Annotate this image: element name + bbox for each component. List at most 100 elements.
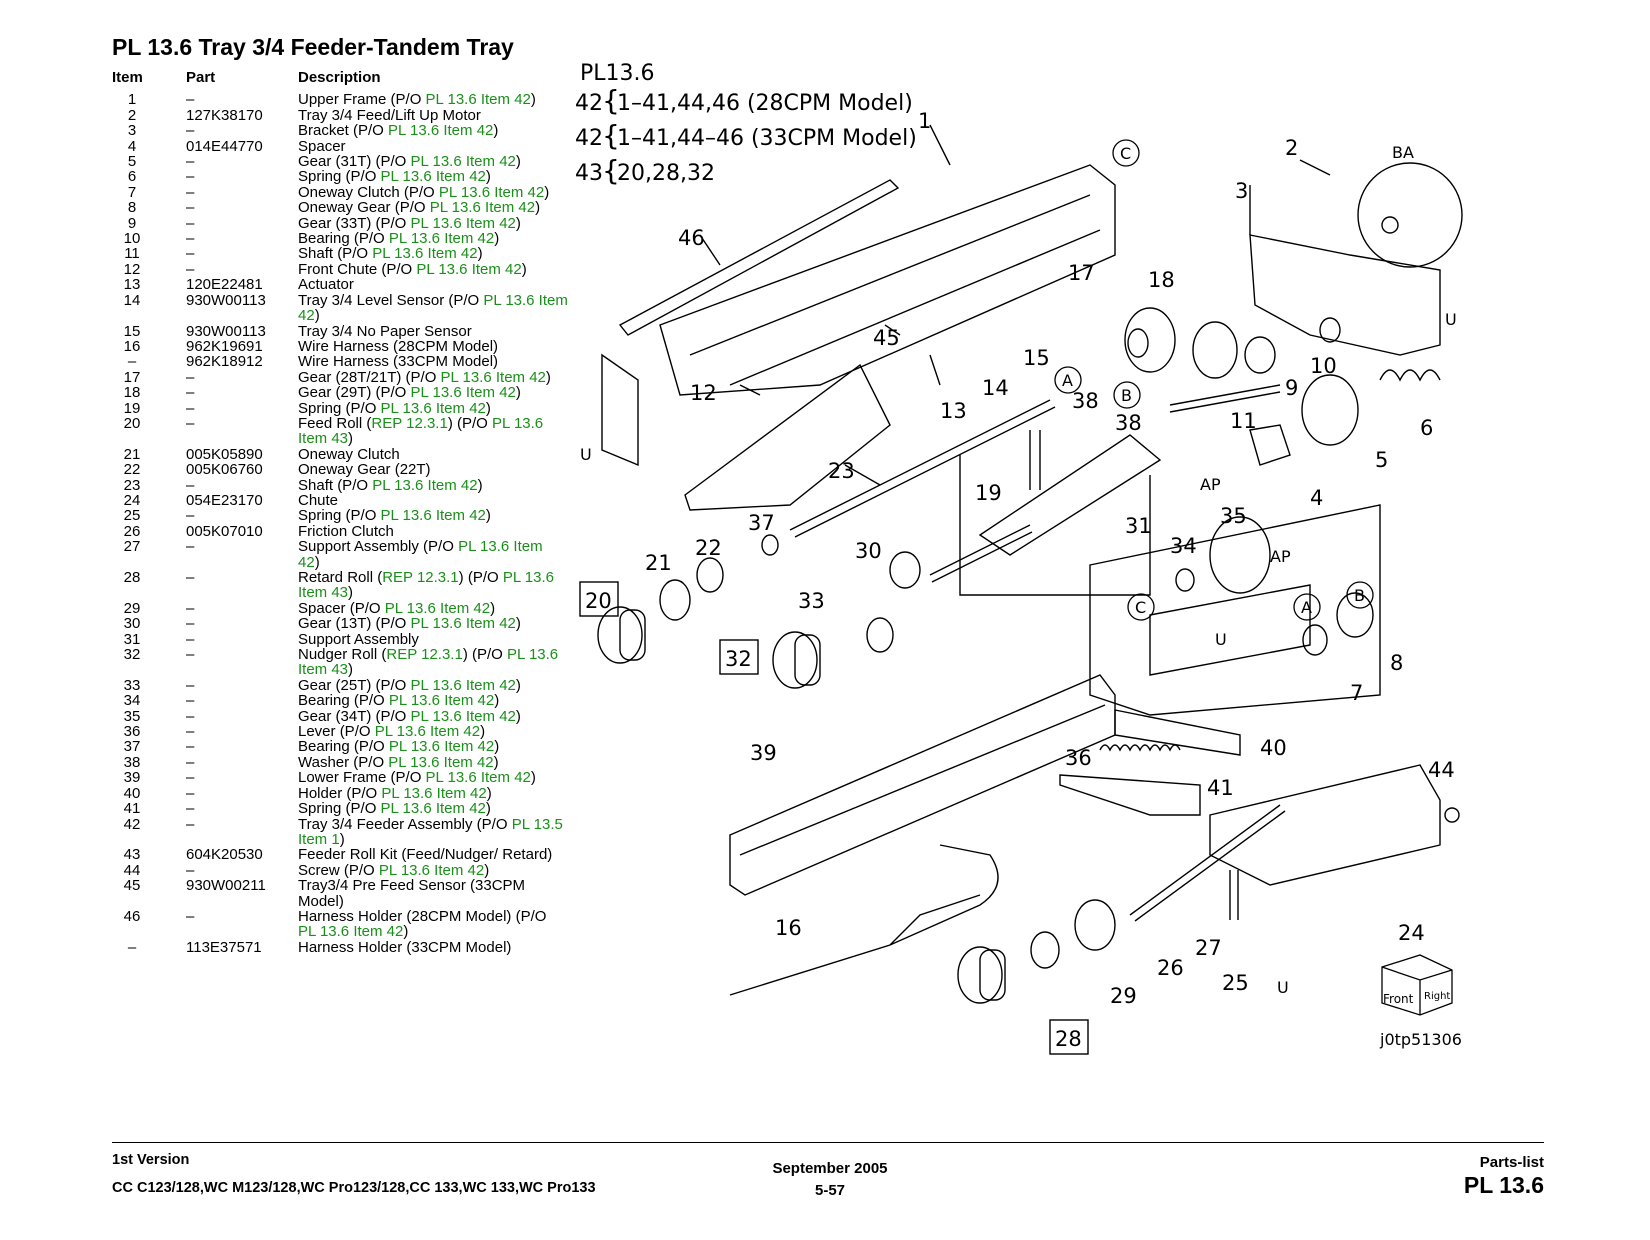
- exploded-parts-diagram: PL13.6 42 { 1–41,44,46 (28CPM Model) 42 …: [575, 61, 1463, 1055]
- cross-reference-link[interactable]: PL 13.6 Item 42: [384, 599, 491, 617]
- part-description: Spacer: [298, 138, 568, 154]
- item-number: 30: [123, 615, 141, 633]
- table-row: 41–Spring (P/O PL 13.6 Item 42): [112, 800, 572, 818]
- callout-29: 29: [1110, 984, 1137, 1008]
- description-text: Gear (29T) (P/O: [298, 384, 411, 402]
- bearing-34-shape: [1175, 568, 1195, 592]
- cross-reference-link[interactable]: PL 13.6 Item 42: [388, 692, 495, 710]
- cross-reference-link[interactable]: PL 13.6 Item 42: [380, 507, 486, 525]
- cross-reference-link[interactable]: PL 13.6 Item 42: [438, 183, 545, 201]
- boxed-callout-32: 32: [719, 639, 759, 675]
- table-row: 27–Support Assembly (P/O PL 13.6 Item 42…: [112, 539, 572, 570]
- friction-clutch-26-shape: [1074, 899, 1116, 951]
- cross-reference-link[interactable]: PL 13.6 Item 42: [410, 676, 516, 694]
- cross-reference-link[interactable]: PL 13.6 Item 43: [298, 414, 544, 448]
- gear-5-shape: [1301, 374, 1359, 446]
- part-number: –: [186, 599, 195, 617]
- item-number: 27: [123, 538, 141, 556]
- callout-21: 21: [645, 551, 672, 575]
- part-description: Gear (28T/21T) (P/O PL 13.6 Item 42): [298, 370, 568, 385]
- cross-reference-link[interactable]: REP 12.3.1: [371, 414, 448, 432]
- item-number: 37: [123, 738, 141, 756]
- description-text: Tray 3/4 Feeder Assembly (P/O: [298, 815, 512, 833]
- description-text: Support Assembly (P/O: [298, 538, 459, 556]
- cross-reference-link[interactable]: PL 13.6 Item 42: [410, 153, 516, 171]
- cross-reference-link[interactable]: PL 13.6 Item 42: [425, 91, 531, 109]
- cross-reference-link[interactable]: PL 13.6 Item 42: [380, 168, 486, 186]
- part-number: –: [186, 214, 195, 232]
- description-text: Spring (P/O: [298, 168, 381, 186]
- description-text: ): [494, 230, 500, 248]
- cross-reference-link[interactable]: PL 13.6 Item 42: [388, 753, 494, 771]
- description-text: ): [515, 384, 521, 402]
- callout-33: 33: [798, 589, 825, 613]
- cross-reference-link[interactable]: PL 13.6 Item 42: [378, 861, 485, 879]
- footer-models: CC C123/128,WC M123/128,WC Pro123/128,CC…: [112, 1180, 596, 1196]
- item-number: 5: [127, 153, 137, 171]
- cross-reference-link[interactable]: PL 13.6 Item 42: [410, 384, 516, 402]
- cross-reference-link[interactable]: PL 13.6 Item 42: [298, 538, 543, 571]
- cross-reference-link[interactable]: PL 13.6 Item 42: [388, 122, 494, 140]
- description-text: ): [521, 260, 527, 278]
- circled-c-mid: C: [1127, 593, 1155, 621]
- callout-26: 26: [1157, 956, 1184, 980]
- cross-reference-link[interactable]: PL 13.6 Item 42: [381, 784, 487, 802]
- item-number: 35: [123, 707, 141, 725]
- table-row: 44–Screw (P/O PL 13.6 Item 42): [112, 861, 572, 879]
- retard-roll-28-shape: [957, 946, 1003, 1004]
- cross-reference-link[interactable]: PL 13.6 Item 42: [429, 199, 536, 217]
- cross-reference-link[interactable]: PL 13.6 Item 42: [410, 707, 516, 725]
- footer-date: September 2005: [772, 1160, 888, 1177]
- item-number: 20: [123, 414, 141, 432]
- part-description: Feed Roll (REP 12.3.1) (P/O PL 13.6 Item…: [298, 416, 568, 447]
- description-text: ): [314, 307, 320, 325]
- cross-reference-link[interactable]: PL 13.6 Item 42: [410, 615, 516, 633]
- cross-reference-link[interactable]: PL 13.6 Item 42: [372, 245, 478, 263]
- description-text: ): [535, 199, 541, 217]
- cross-reference-link[interactable]: PL 13.6 Item 42: [388, 230, 495, 248]
- cross-reference-link[interactable]: REP 12.3.1: [382, 569, 459, 586]
- callout-24: 24: [1398, 921, 1425, 945]
- description-text: Harness Holder (28CPM Model) (P/O: [298, 907, 547, 925]
- shaft-23-shape: [789, 399, 1056, 538]
- cross-reference-link[interactable]: PL 13.6 Item 42: [372, 476, 478, 494]
- cross-reference-link[interactable]: PL 13.6 Item 42: [410, 214, 516, 232]
- callout-31: 31: [1125, 514, 1152, 538]
- part-number: –: [186, 414, 195, 432]
- part-description: Spacer (P/O PL 13.6 Item 42): [298, 601, 568, 616]
- item-number: 32: [123, 646, 141, 664]
- cross-reference-link[interactable]: PL 13.6 Item 42: [374, 723, 481, 741]
- table-row: 30–Gear (13T) (P/O PL 13.6 Item 42): [112, 615, 572, 633]
- cross-reference-link[interactable]: PL 13.6 Item 42: [388, 738, 495, 756]
- cross-reference-link[interactable]: PL 13.6 Item 43: [298, 646, 559, 679]
- item-number: 4: [127, 137, 137, 155]
- item-number: –: [127, 938, 137, 956]
- header-line-2-brace: {: [602, 119, 620, 152]
- cross-reference-link[interactable]: PL 13.6 Item 42: [380, 399, 486, 417]
- cross-reference-link[interactable]: REP 12.3.1: [386, 646, 463, 664]
- description-text: ): [544, 183, 550, 201]
- cross-reference-link[interactable]: PL 13.6 Item 43: [298, 569, 554, 602]
- circled-c-top: C: [1112, 139, 1140, 167]
- table-row: 46–Harness Holder (28CPM Model) (P/O PL …: [112, 909, 572, 940]
- cross-reference-link[interactable]: PL 13.6 Item 42: [425, 769, 531, 787]
- table-row: 34–Bearing (P/O PL 13.6 Item 42): [112, 692, 572, 710]
- description-text: Gear (25T) (P/O: [298, 676, 411, 694]
- part-number: 962K18912: [186, 353, 263, 371]
- cross-reference-link[interactable]: PL 13.6 Item 42: [380, 800, 486, 818]
- description-text: ): [485, 507, 491, 525]
- cross-reference-link[interactable]: PL 13.6 Item 42: [298, 291, 568, 325]
- description-text: Friction Clutch: [298, 522, 394, 540]
- part-description: Shaft (P/O PL 13.6 Item 42): [298, 476, 568, 494]
- part-description: Lower Frame (P/O PL 13.6 Item 42): [298, 770, 568, 785]
- cross-reference-link[interactable]: PL 13.6 Item 42: [440, 368, 546, 386]
- item-number: 17: [123, 368, 141, 386]
- part-number: –: [186, 91, 195, 109]
- cross-reference-link[interactable]: PL 13.5 Item 1: [298, 815, 563, 848]
- cross-reference-link[interactable]: PL 13.6 Item 42: [416, 260, 522, 278]
- cross-reference-link[interactable]: PL 13.6 Item 42: [298, 923, 404, 941]
- part-number: –: [186, 230, 195, 248]
- part-description: Tray 3/4 No Paper Sensor: [298, 323, 568, 339]
